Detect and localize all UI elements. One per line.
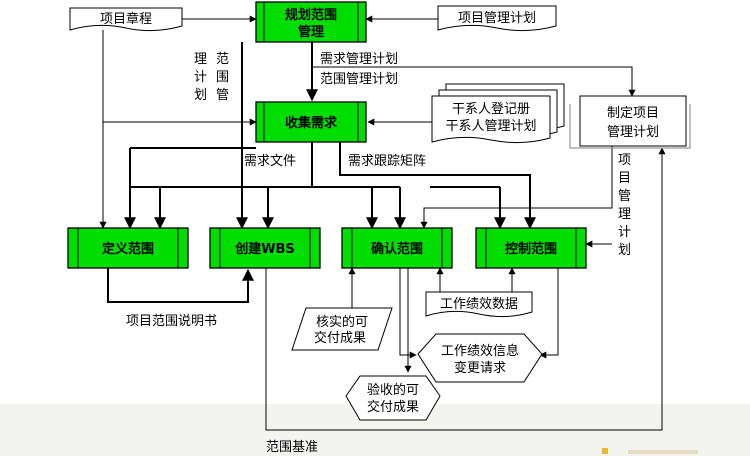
control-scope-label: 控制范围: [505, 241, 557, 257]
watermark-logo: [602, 448, 698, 454]
vlabel-right-2: 目: [618, 171, 631, 186]
label-req-plan: 需求管理计划: [320, 52, 398, 67]
perf-info-line2: 变更请求: [454, 360, 506, 376]
doc-project-charter: 项目章程: [69, 7, 183, 32]
label-scope-baseline: 范围基准: [266, 440, 318, 455]
vlabel-left-1: 范: [216, 52, 229, 67]
vlabel-right-3: 管: [618, 189, 631, 204]
perf-info-line1: 工作绩效信息: [441, 343, 519, 359]
vlabel-left-6: 划: [194, 88, 207, 103]
doc-work-performance-info: 工作绩效信息 变更请求: [417, 333, 543, 383]
plan-scope-line1: 规划范围: [285, 7, 337, 23]
doc-verified-deliverables: 核实的可 交付成果: [291, 307, 393, 351]
process-define-scope: 定义范围: [67, 227, 189, 269]
vlabel-left-5: 计: [194, 70, 207, 85]
develop-pmp-line1: 制定项目: [607, 106, 659, 121]
label-scope-plan: 范围管理计划: [320, 72, 398, 87]
vlabel-left-4: 理: [194, 52, 207, 67]
vlabel-right-5: 计: [618, 225, 631, 240]
label-scope-statement: 项目范围说明书: [126, 314, 217, 329]
label-req-matrix: 需求跟踪矩阵: [348, 154, 426, 169]
process-plan-scope: 规划范围 管理: [255, 1, 367, 43]
connectors: [99, 15, 691, 431]
doc-develop-pmp: 制定项目 管理计划: [579, 95, 687, 147]
doc-work-performance-data: 工作绩效数据: [425, 291, 533, 318]
project-charter-label: 项目章程: [100, 11, 152, 27]
edge-labels: 需求管理计划 范围管理计划 需求文件 需求跟踪矩阵 项目范围说明书 范围基准 范…: [126, 52, 631, 455]
accepted-line2: 交付成果: [367, 399, 419, 415]
stakeholder-plan-label: 干系人管理计划: [445, 119, 536, 134]
process-validate-scope: 确认范围: [341, 227, 453, 269]
collect-requirements-label: 收集需求: [285, 115, 338, 131]
doc-stakeholders: 干系人登记册 干系人管理计划: [431, 83, 565, 144]
validate-scope-label: 确认范围: [371, 241, 423, 257]
pmp-top-label: 项目管理计划: [458, 11, 536, 26]
stakeholder-register-label: 干系人登记册: [452, 102, 530, 117]
vlabel-right-4: 理: [618, 207, 631, 222]
vlabel-right-1: 项: [618, 153, 631, 168]
develop-pmp-line2: 管理计划: [607, 125, 659, 140]
process-control-scope: 控制范围: [475, 227, 587, 269]
create-wbs-label: 创建WBS: [234, 241, 295, 257]
vlabel-left-2: 围: [216, 70, 229, 85]
process-collect-requirements: 收集需求: [255, 101, 367, 143]
accepted-line1: 验收的可: [367, 382, 419, 398]
doc-accepted-deliverables: 验收的可 交付成果: [345, 375, 441, 421]
label-req-doc: 需求文件: [244, 154, 296, 169]
verified-line2: 交付成果: [314, 330, 366, 346]
plan-scope-line2: 管理: [298, 24, 324, 40]
vlabel-right-6: 划: [618, 243, 631, 258]
doc-pmp-top: 项目管理计划: [437, 5, 557, 32]
perf-data-label: 工作绩效数据: [440, 297, 518, 312]
verified-line1: 核实的可: [316, 314, 368, 330]
vlabel-left-3: 管: [216, 88, 229, 103]
process-create-wbs: 创建WBS: [209, 227, 321, 269]
define-scope-label: 定义范围: [101, 241, 154, 257]
